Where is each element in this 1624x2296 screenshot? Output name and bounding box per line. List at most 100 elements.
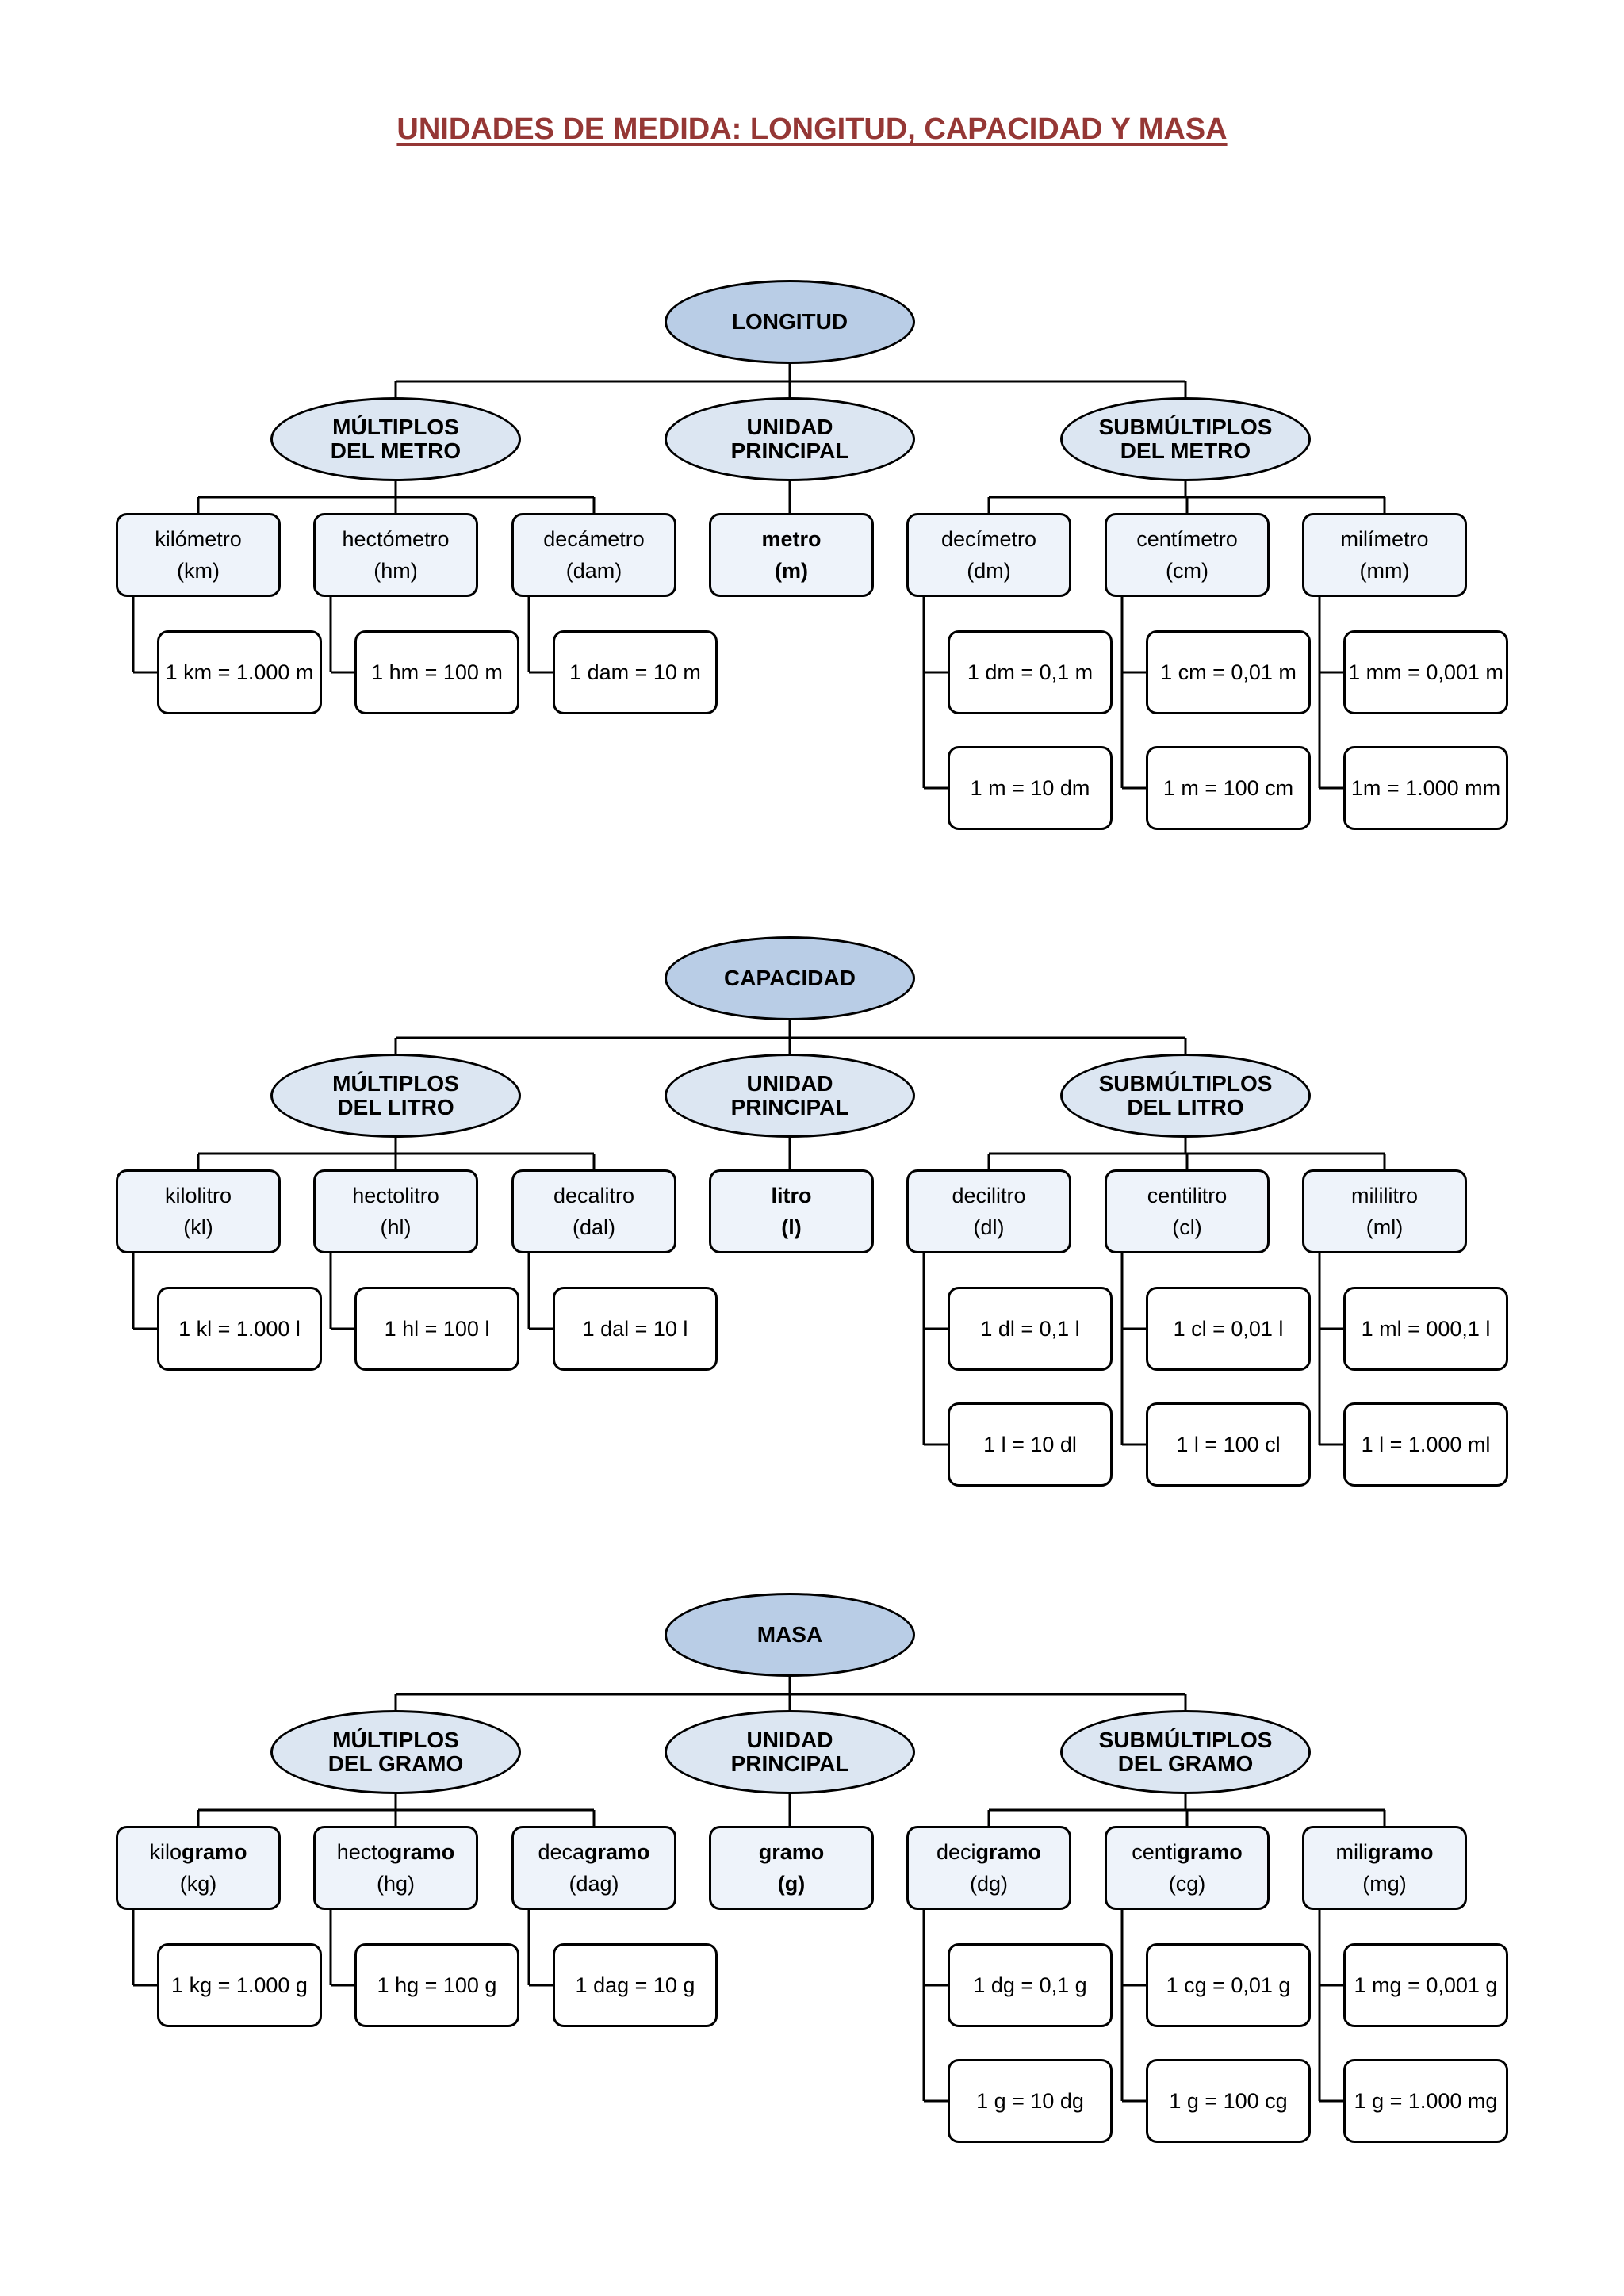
unit-box: decilitro(dl) — [906, 1169, 1071, 1253]
unit-box: kilogramo(kg) — [116, 1826, 281, 1910]
unit-name: decagramo — [538, 1836, 649, 1868]
unit-box: metro(m) — [709, 513, 874, 597]
unit-name: mililitro — [1351, 1180, 1418, 1211]
unit-abbreviation: (ml) — [1365, 1215, 1404, 1239]
unit-box: hectómetro(hm) — [313, 513, 478, 597]
unit-prefix: decímetro — [940, 527, 1037, 551]
unit-abbreviation: (dal) — [572, 1215, 615, 1239]
connectors — [132, 1020, 1386, 1446]
group-label-line-2: DEL GRAMO — [327, 1751, 464, 1776]
unit-abbreviation: (m) — [775, 559, 808, 583]
equivalence-box: 1 dal = 10 l — [553, 1287, 718, 1371]
equivalence-box: 1 mm = 0,001 m — [1343, 630, 1508, 714]
unit-prefix: decalitro — [553, 1184, 635, 1207]
root-node: MASA — [665, 1593, 915, 1677]
group-label-line-2: PRINCIPAL — [730, 1095, 849, 1119]
unit-box: decímetro(dm) — [906, 513, 1071, 597]
unit-abbreviation: (cm) — [1166, 559, 1208, 583]
equivalence-box: 1 kg = 1.000 g — [157, 1943, 322, 2027]
root-label: LONGITUD — [731, 309, 848, 334]
unit-abbreviation: (cl) — [1172, 1215, 1202, 1239]
unit-name: centigramo — [1132, 1836, 1243, 1868]
unit-abbreviation: (mm) — [1359, 559, 1410, 583]
unit-box: miligramo (mg) — [1302, 1826, 1467, 1910]
unit-prefix: centi — [1132, 1840, 1178, 1864]
unit-box: hectolitro (hl) — [313, 1169, 478, 1253]
unit-prefix: decámetro — [543, 527, 645, 551]
unit-prefix: hectolitro — [352, 1184, 439, 1207]
unit-prefix: mili — [1335, 1840, 1368, 1864]
root-node: CAPACIDAD — [665, 936, 915, 1020]
equivalence-box: 1 l = 1.000 ml — [1343, 1402, 1508, 1487]
unit-abbreviation: (kg) — [179, 1872, 217, 1896]
group-label-line-2: DEL METRO — [1120, 438, 1251, 463]
unit-box: kilolitro (kl) — [116, 1169, 281, 1253]
unit-name: centilitro — [1147, 1180, 1228, 1211]
unit-name: centímetro — [1136, 523, 1238, 555]
unit-root: gramo — [758, 1840, 825, 1864]
unit-root: gramo — [584, 1840, 650, 1864]
unit-abbreviation: (km) — [177, 559, 220, 583]
unit-abbreviation: (hm) — [373, 559, 418, 583]
unit-box: decagramo(dag) — [511, 1826, 676, 1910]
unit-box: mililitro (ml) — [1302, 1169, 1467, 1253]
group-label-line-1: SUBMÚLTIPLOS — [1098, 1728, 1273, 1752]
connectors — [132, 1677, 1386, 2103]
unit-root: gramo — [389, 1840, 455, 1864]
root-label: MASA — [756, 1622, 823, 1647]
group-label-line-1: MÚLTIPLOS — [332, 1728, 459, 1752]
group-label-line-2: DEL LITRO — [337, 1095, 454, 1119]
unit-box: centigramo(cg) — [1105, 1826, 1270, 1910]
equivalence-box: 1 dl = 0,1 l — [948, 1287, 1113, 1371]
equivalence-box: 1 g = 100 cg — [1146, 2059, 1311, 2143]
unit-root: gramo — [1367, 1840, 1434, 1864]
unit-abbreviation: (hl) — [380, 1215, 412, 1239]
group-label-line-2: DEL GRAMO — [1117, 1751, 1254, 1776]
unit-root: gramo — [975, 1840, 1042, 1864]
unit-box: gramo (g) — [709, 1826, 874, 1910]
unit-box: litro (l) — [709, 1169, 874, 1253]
group-label-line-1: SUBMÚLTIPLOS — [1098, 1071, 1273, 1096]
unit-prefix: mililitro — [1351, 1184, 1418, 1207]
unit-name: litro — [772, 1180, 812, 1211]
equivalence-box: 1m = 1.000 mm — [1343, 746, 1508, 830]
unit-abbreviation: (dg) — [969, 1872, 1008, 1896]
group-label-line-2: DEL LITRO — [1127, 1095, 1244, 1119]
equivalence-box: 1 cl = 0,01 l — [1146, 1287, 1311, 1371]
unit-name: decámetro — [543, 523, 645, 555]
unit-name: miligramo — [1335, 1836, 1433, 1868]
unit-prefix: kilómetro — [155, 527, 242, 551]
unit-abbreviation: (mg) — [1362, 1872, 1407, 1896]
unit-prefix: kilolitro — [164, 1184, 232, 1207]
equivalence-box: 1 hl = 100 l — [354, 1287, 519, 1371]
unit-abbreviation: (kl) — [183, 1215, 213, 1239]
unit-name: hectolitro — [352, 1180, 439, 1211]
unit-abbreviation: (dl) — [973, 1215, 1005, 1239]
unit-abbreviation: (g) — [777, 1872, 806, 1896]
unit-name: gramo — [759, 1836, 825, 1868]
unit-root: litro — [771, 1184, 812, 1207]
equivalence-box: 1 l = 10 dl — [948, 1402, 1113, 1487]
unit-box: kilómetro (km) — [116, 513, 281, 597]
unit-name: kilolitro — [165, 1180, 232, 1211]
unit-abbreviation: (hg) — [376, 1872, 415, 1896]
unit-box: decigramo(dg) — [906, 1826, 1071, 1910]
equivalence-box: 1 l = 100 cl — [1146, 1402, 1311, 1487]
unit-prefix: deca — [538, 1840, 585, 1864]
equivalence-box: 1 ml = 000,1 l — [1343, 1287, 1508, 1371]
equivalence-box: 1 dam = 10 m — [553, 630, 718, 714]
group-label-line-2: PRINCIPAL — [730, 1751, 849, 1776]
unit-abbreviation: (l) — [781, 1215, 802, 1239]
unit-name: decalitro — [553, 1180, 634, 1211]
equivalence-box: 1 hm = 100 m — [354, 630, 519, 714]
unit-name: kilómetro — [155, 523, 242, 555]
group-label-line-1: MÚLTIPLOS — [332, 415, 459, 439]
unit-prefix: milímetro — [1340, 527, 1429, 551]
